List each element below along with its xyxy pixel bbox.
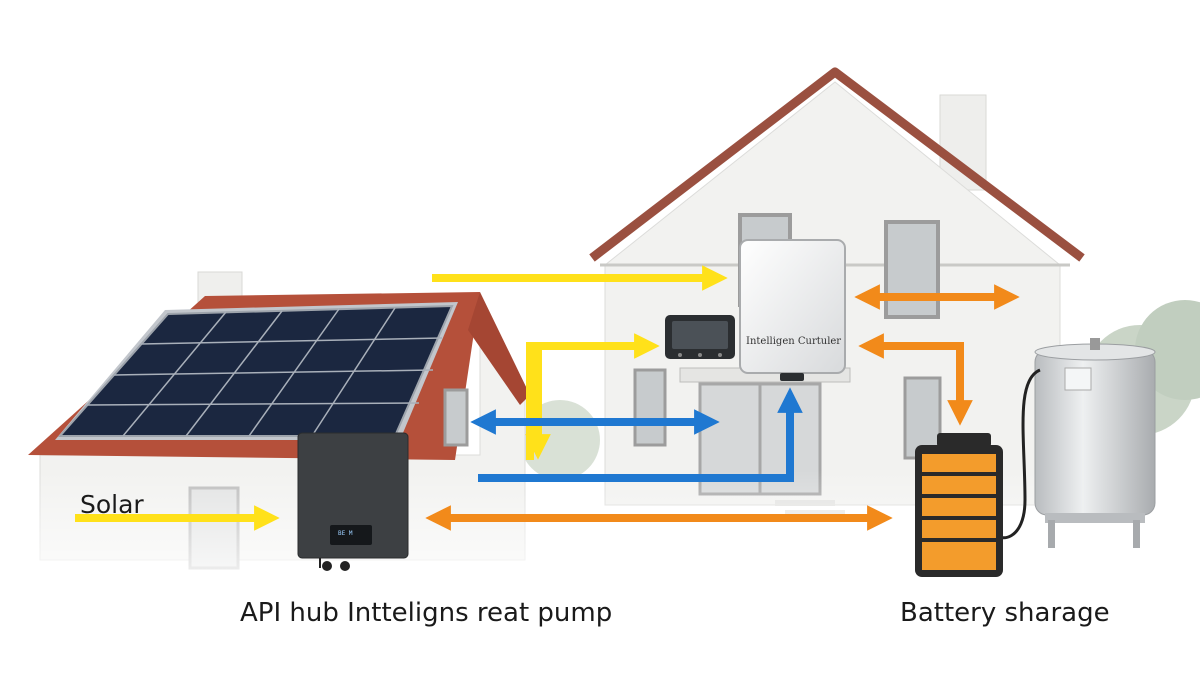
window-upper-right [884, 220, 940, 319]
controller-label: Intelligen Curtuler [746, 336, 842, 347]
battery-icon [915, 433, 1003, 577]
inverter-icon [297, 432, 409, 571]
inverter-screen-text: BE M [338, 530, 353, 537]
thermostat-display-icon [665, 315, 735, 359]
controller-icon [739, 239, 846, 381]
hub-caption: API hub Intteligns reat pump [240, 598, 613, 628]
right-house-roof [589, 67, 1085, 262]
solar-label: Solar [80, 490, 144, 519]
window-left [633, 368, 667, 447]
heat-pump-tank-icon [988, 338, 1156, 548]
flow-arrows [75, 265, 1020, 531]
left-house-roof-side [468, 292, 530, 405]
chimney-right [939, 94, 987, 191]
battery-caption: Battery sharage [900, 598, 1110, 628]
arrow-grid-to-controller [478, 387, 803, 482]
arrow-controller-to-battery [858, 333, 973, 426]
window-left-house [443, 388, 469, 447]
solar-panel-icon [55, 302, 458, 440]
